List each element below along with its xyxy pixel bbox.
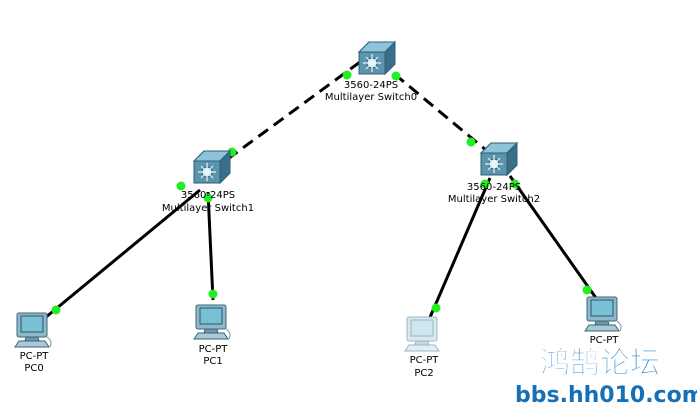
link-light — [208, 289, 218, 299]
switch-model-label: 3560-24PS — [344, 80, 398, 91]
pc-name-label: PC0 — [24, 363, 43, 374]
pc-2[interactable]: PC-PT PC2 — [404, 316, 440, 379]
link-light — [466, 137, 476, 147]
multilayer-switch-1[interactable]: 3560-24PS Multilayer Switch1 — [162, 150, 254, 214]
link-light — [391, 71, 401, 81]
switch-icon — [358, 41, 396, 75]
link-light — [582, 285, 592, 295]
pc-icon — [193, 304, 231, 340]
switch-name-label: Multilayer Switch2 — [448, 194, 540, 205]
link-light — [480, 179, 490, 189]
pc-name-label: PC2 — [414, 368, 433, 379]
multilayer-switch-2[interactable]: 3560-24PS Multilayer Switch2 — [448, 142, 540, 205]
pc-type-label: PC-PT — [20, 351, 50, 362]
link-light — [431, 303, 441, 313]
link-switch1-pc0[interactable] — [39, 188, 201, 324]
watermark: 鸿鹄论坛 bbs.hh010.com — [515, 346, 697, 408]
pc-icon — [404, 316, 440, 352]
switch-model-label: 3560-24PS — [467, 182, 521, 193]
link-switch1-pc1[interactable] — [206, 191, 215, 301]
pc-3[interactable]: PC-PT — [584, 296, 622, 346]
switch-icon — [480, 142, 518, 176]
link-light — [342, 70, 352, 80]
link-switch2-pc3[interactable] — [508, 175, 598, 299]
pc-icon — [14, 312, 52, 348]
pc-name-label: PC1 — [203, 356, 222, 367]
pc-type-label: PC-PT — [199, 344, 229, 355]
switch-name-label: Multilayer Switch0 — [325, 92, 417, 103]
switch-name-label: Multilayer Switch1 — [162, 203, 254, 214]
watermark-title: 鸿鹄论坛 — [540, 346, 660, 381]
multilayer-switch-0[interactable]: 3560-24PS Multilayer Switch0 — [325, 41, 417, 103]
link-light — [510, 179, 520, 189]
link-switch2-pc2[interactable] — [426, 177, 492, 323]
pc-type-label: PC-PT — [410, 355, 440, 366]
pc-icon — [584, 296, 622, 332]
link-light — [51, 305, 61, 315]
switch-icon — [193, 150, 231, 184]
switch-model-label: 3560-24PS — [181, 190, 235, 201]
pc-1[interactable]: PC-PT PC1 — [193, 304, 231, 367]
pc-type-label: PC-PT — [590, 335, 620, 346]
link-light — [203, 193, 213, 203]
link-light — [176, 181, 186, 191]
watermark-url: bbs.hh010.com — [515, 383, 697, 408]
link-status-lights — [51, 70, 592, 315]
pc-0[interactable]: PC-PT PC0 — [14, 312, 52, 374]
